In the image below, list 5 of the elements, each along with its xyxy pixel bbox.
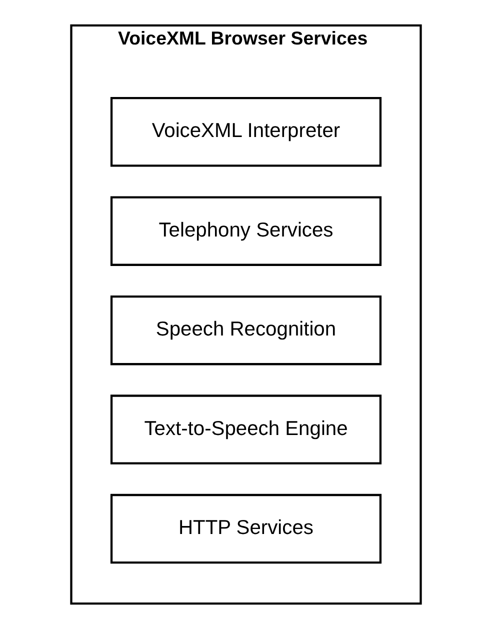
node-box: Speech Recognition	[110, 295, 382, 366]
node-box: Text-to-Speech Engine	[110, 394, 382, 464]
node-box: VoiceXML Interpreter	[110, 96, 382, 167]
node-box: Telephony Services	[110, 196, 382, 266]
node-box: HTTP Services	[110, 494, 382, 564]
